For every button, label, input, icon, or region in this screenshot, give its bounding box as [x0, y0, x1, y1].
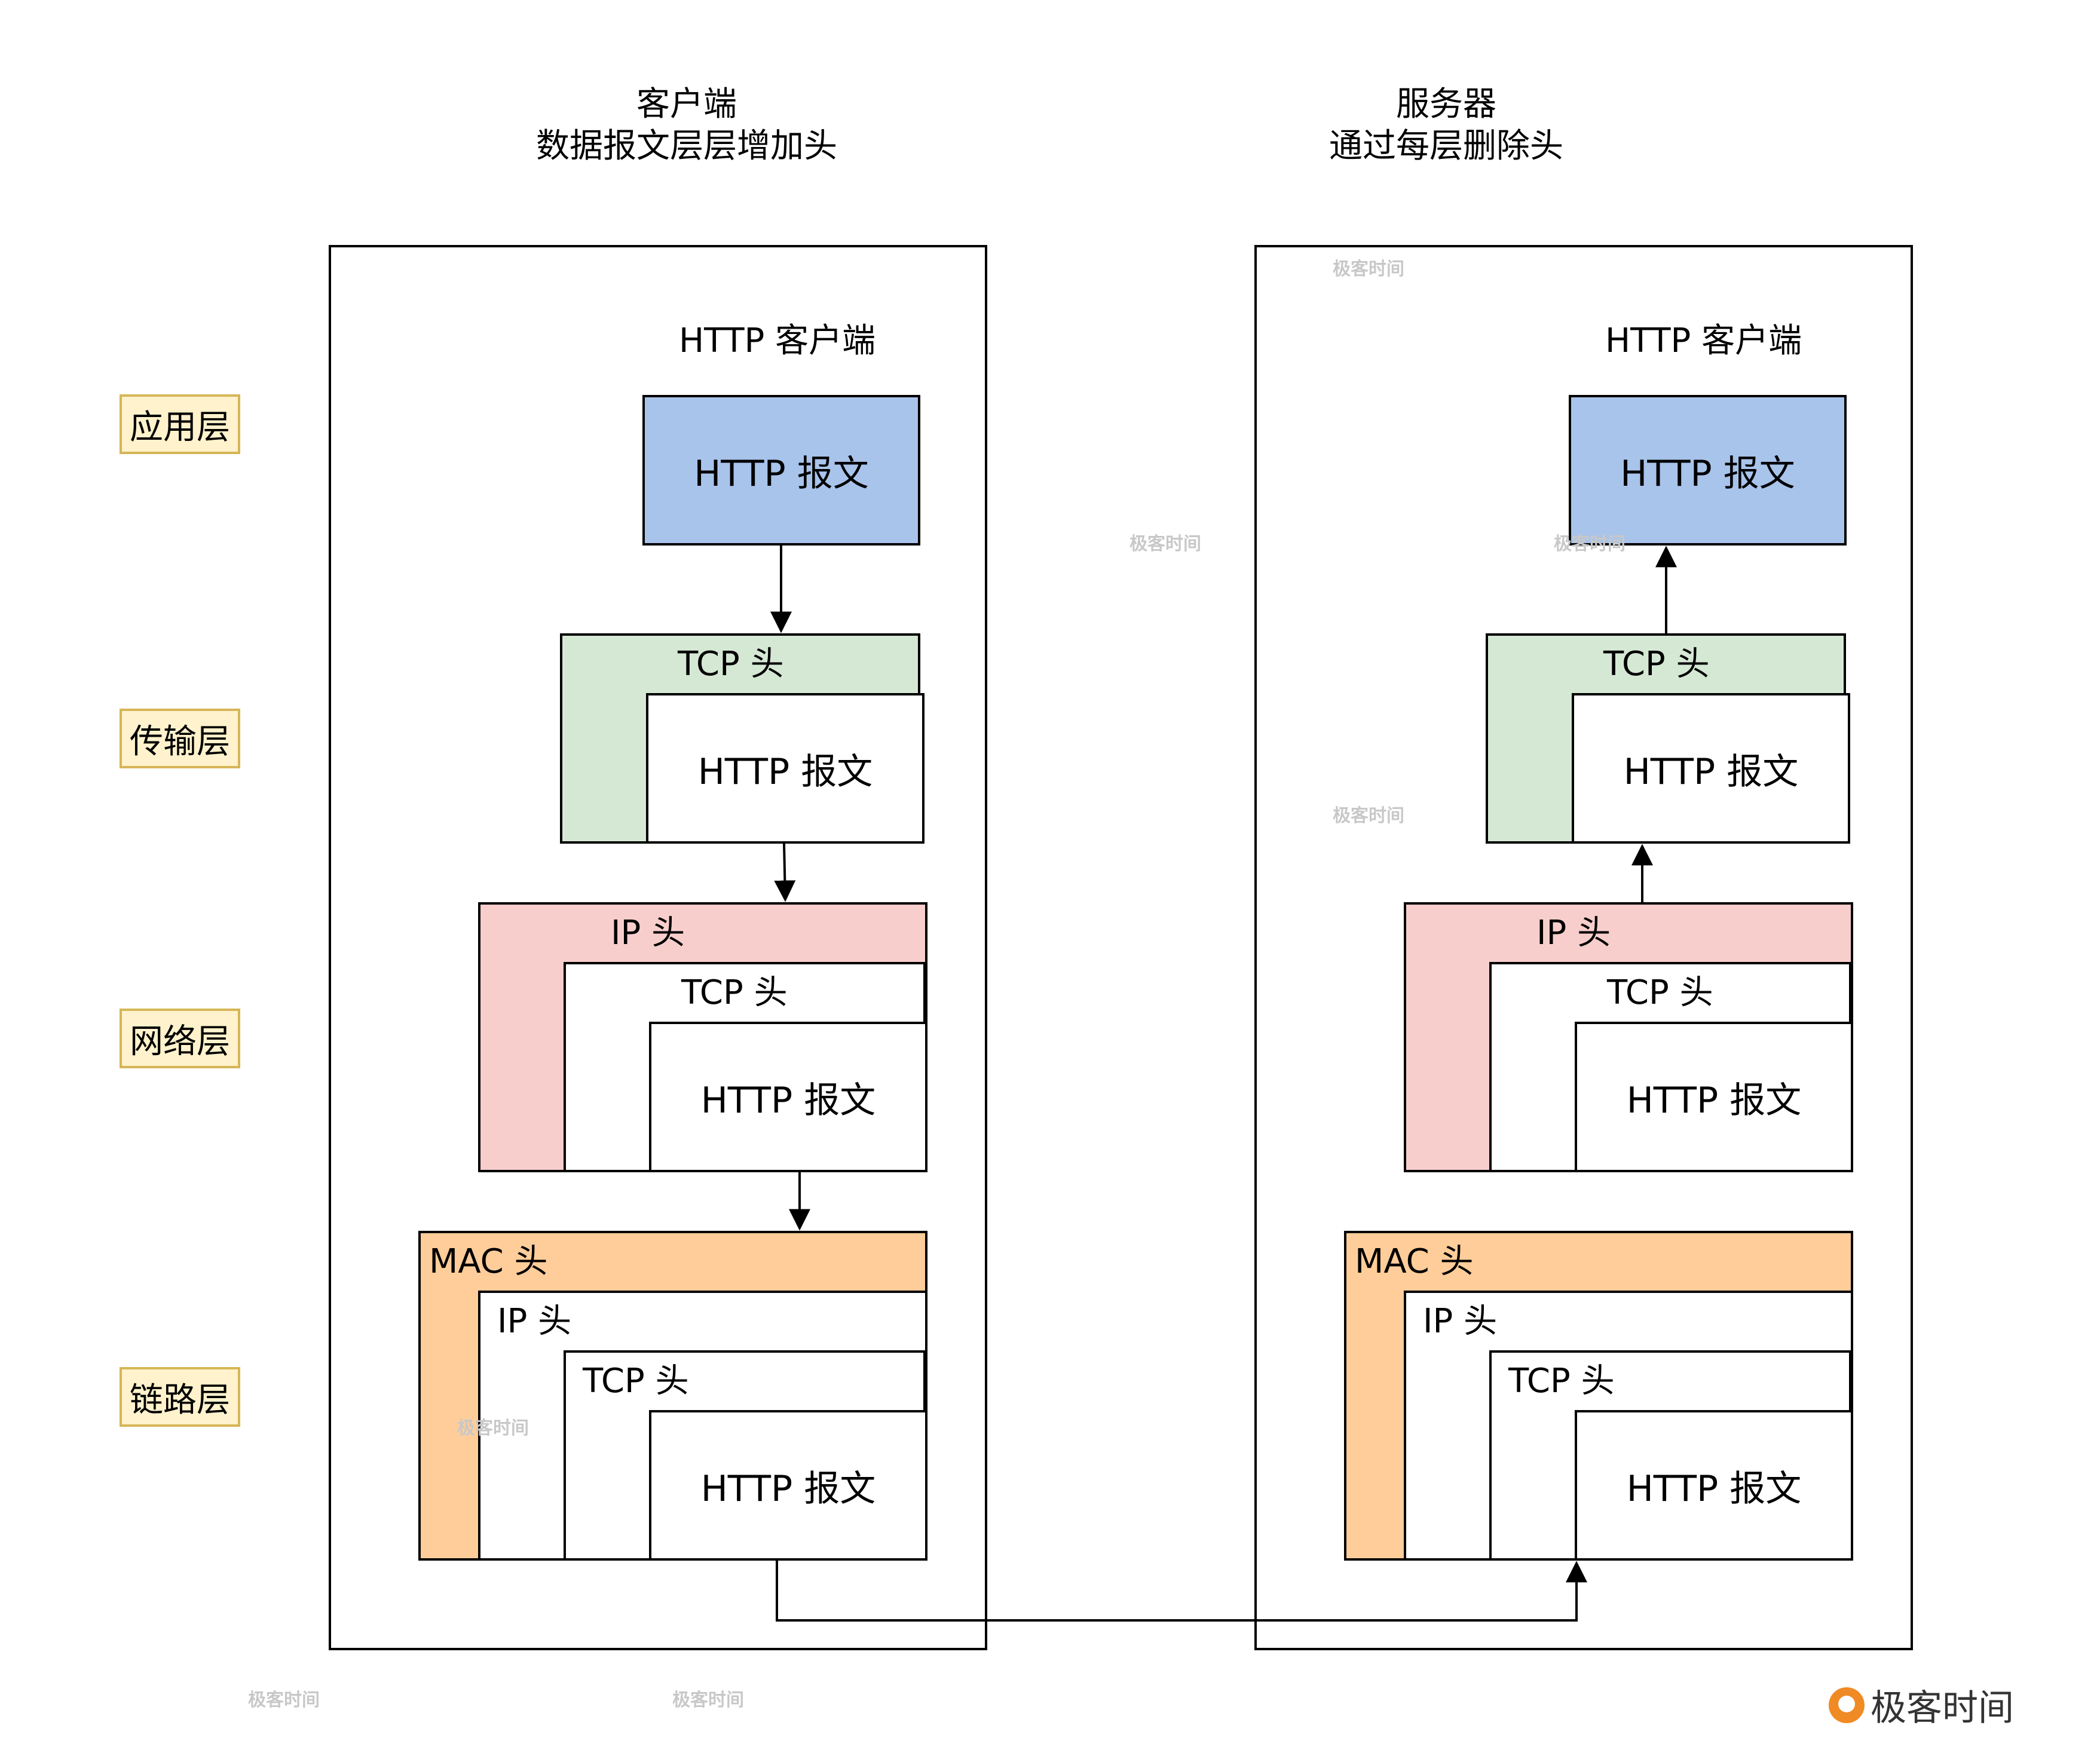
watermark: 极客时间: [672, 1690, 744, 1711]
layer-label-network: 网络层: [120, 1009, 240, 1068]
server-link-ip-label: IP 头: [1423, 1302, 1498, 1341]
client-panel: [329, 245, 987, 1650]
server-link-tcp-label: TCP 头: [1508, 1362, 1615, 1400]
watermark: 极客时间: [1554, 534, 1625, 554]
brand-name: 极客时间: [1871, 1687, 2014, 1729]
server-transport-tcp-label: TCP 头: [1603, 645, 1710, 684]
server-transport-http-message: HTTP 报文: [1572, 693, 1850, 844]
server-link-http-message: HTTP 报文: [1575, 1410, 1853, 1561]
client-title: 客户端 数据报文层层增加头: [448, 84, 926, 167]
client-transport-http-label: HTTP 报文: [697, 750, 873, 793]
server-app-http-message: HTTP 报文: [1569, 395, 1847, 546]
watermark: 极客时间: [248, 1690, 320, 1711]
watermark: 极客时间: [1129, 534, 1201, 554]
server-link-mac-label: MAC 头: [1355, 1242, 1474, 1281]
server-title: 服务器 通过每层删除头: [1207, 84, 1685, 167]
brand-logo-block: 极客时间: [1829, 1679, 2014, 1731]
client-network-tcp-label: TCP 头: [681, 973, 788, 1012]
layer-label-application: 应用层: [120, 394, 240, 454]
client-transport-tcp-label: TCP 头: [678, 645, 784, 684]
client-network-ip-label: IP 头: [611, 914, 685, 952]
client-title-line1: 客户端: [636, 85, 737, 124]
client-link-tcp-label: TCP 头: [583, 1362, 689, 1400]
server-title-line1: 服务器: [1396, 85, 1496, 124]
server-network-http-message: HTTP 报文: [1575, 1022, 1853, 1172]
watermark: 极客时间: [1333, 805, 1404, 826]
watermark: 极客时间: [1333, 259, 1404, 280]
server-network-tcp-label: TCP 头: [1607, 973, 1713, 1012]
layer-label-link: 链路层: [120, 1367, 240, 1427]
brand-logo-icon: [1829, 1687, 1865, 1723]
server-link-http-label: HTTP 报文: [1626, 1467, 1802, 1510]
layer-label-transport: 传输层: [120, 709, 240, 768]
server-http-client-label: HTTP 客户端: [1605, 321, 1802, 360]
client-link-mac-label: MAC 头: [429, 1242, 548, 1281]
client-network-http-message: HTTP 报文: [649, 1022, 927, 1172]
client-title-line2: 数据报文层层增加头: [536, 127, 837, 166]
client-link-http-label: HTTP 报文: [700, 1467, 876, 1510]
client-link-ip-label: IP 头: [497, 1302, 572, 1341]
watermark: 极客时间: [457, 1418, 529, 1439]
client-app-http-label: HTTP 报文: [694, 452, 869, 495]
client-network-http-label: HTTP 报文: [700, 1079, 876, 1121]
client-http-client-label: HTTP 客户端: [679, 321, 876, 360]
client-transport-http-message: HTTP 报文: [646, 693, 925, 844]
server-app-http-label: HTTP 报文: [1620, 452, 1795, 495]
server-network-http-label: HTTP 报文: [1626, 1079, 1802, 1121]
server-network-ip-label: IP 头: [1536, 914, 1611, 952]
server-title-line2: 通过每层删除头: [1329, 127, 1563, 166]
client-app-http-message: HTTP 报文: [642, 395, 920, 546]
server-panel: [1254, 245, 1913, 1650]
server-transport-http-label: HTTP 报文: [1623, 750, 1799, 793]
client-link-http-message: HTTP 报文: [649, 1410, 927, 1561]
